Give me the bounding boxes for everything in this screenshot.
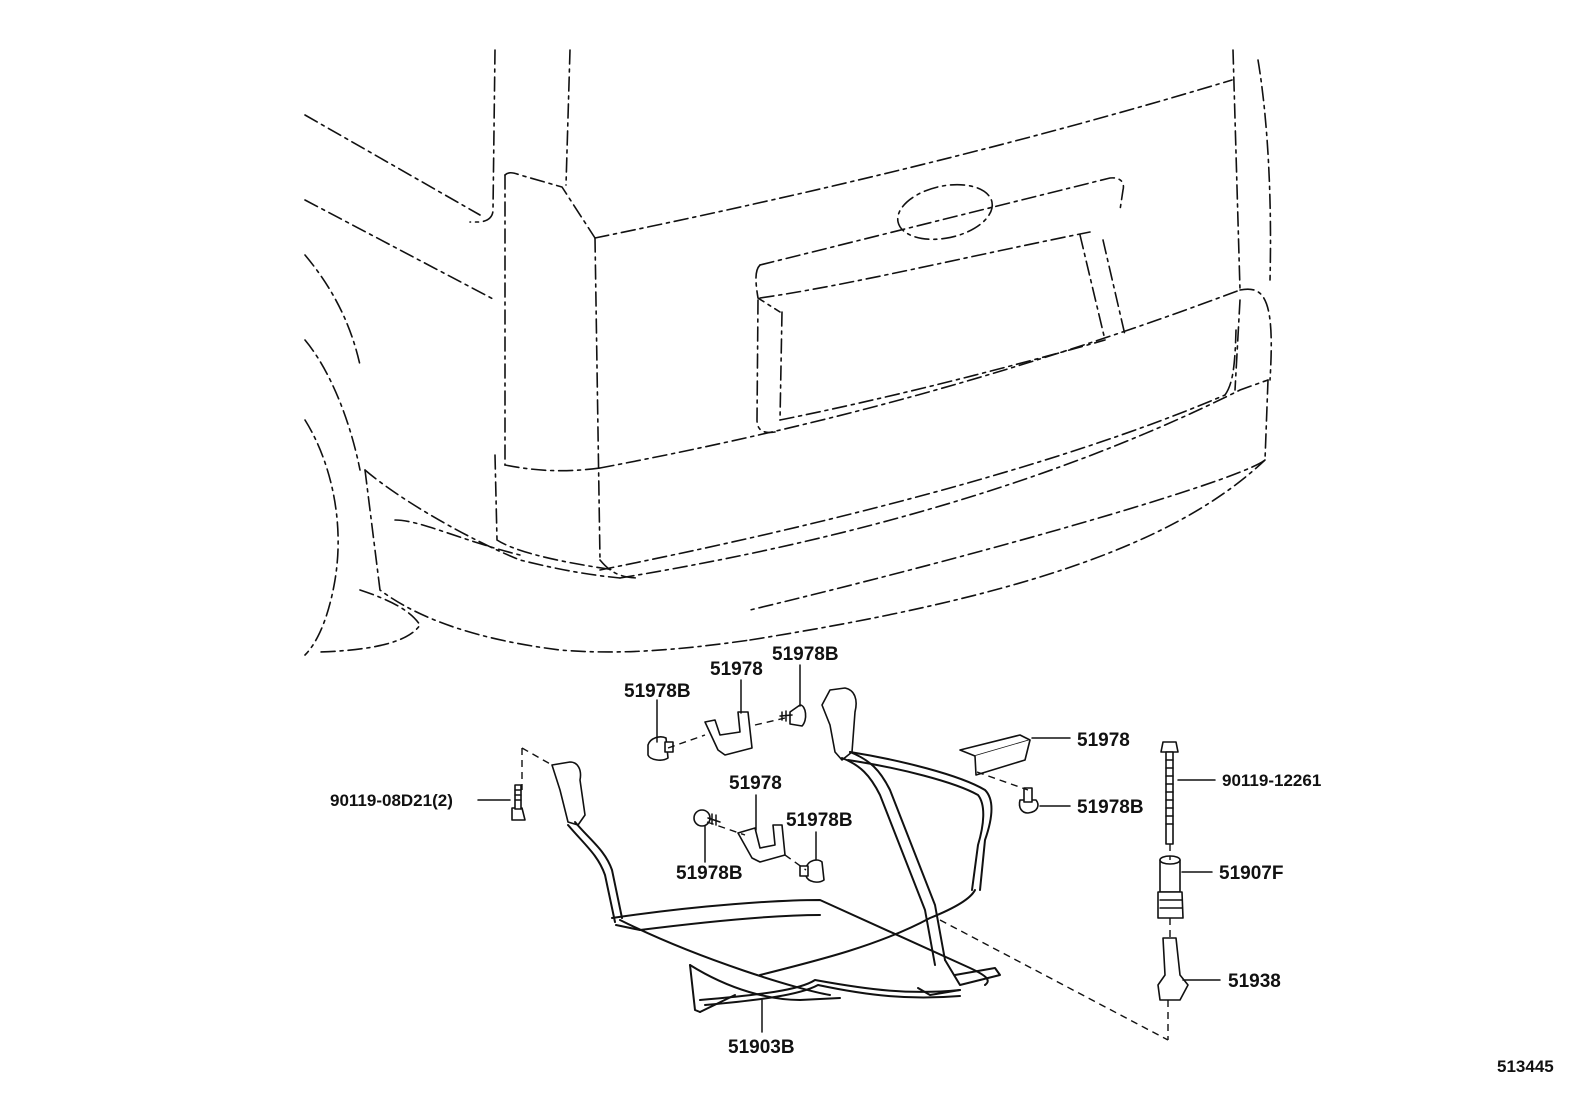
label-bracket-middle: 51978 xyxy=(729,773,782,794)
bracket-upper xyxy=(704,711,753,756)
label-bracket-upper: 51978 xyxy=(710,659,763,680)
label-bracket-right: 51978 xyxy=(1077,730,1130,751)
assembly-dash-lines xyxy=(521,717,1171,1041)
clip-middle-right xyxy=(799,859,825,883)
jack-handle-end xyxy=(1157,937,1189,1001)
label-bolt-left: 90119-08D21(2) xyxy=(330,791,453,810)
clip-screw-top xyxy=(779,704,807,727)
bolt-left xyxy=(511,784,526,821)
leader-lines xyxy=(477,664,1221,1033)
tube xyxy=(1157,855,1184,919)
callout-labels: 51978B 51978 51978B 51978 51978B 90119-0… xyxy=(330,644,1554,1076)
label-rear-bracket-top: 51978B xyxy=(772,644,839,665)
vehicle-rear-outline xyxy=(304,49,1273,656)
label-clip-middle-left: 51978B xyxy=(676,863,743,884)
label-clip-middle-right: 51978B xyxy=(786,810,853,831)
label-rear-bracket-left: 51978B xyxy=(624,681,691,702)
bolt-right xyxy=(1160,741,1179,845)
spare-tire-carrier xyxy=(551,687,1001,1013)
clip-right xyxy=(1018,787,1039,814)
label-carrier: 51903B xyxy=(728,1037,795,1058)
bracket-middle xyxy=(737,824,786,863)
label-tool: 51938 xyxy=(1228,971,1281,992)
clip-middle-left xyxy=(693,809,721,827)
label-tube: 51907F xyxy=(1219,863,1283,884)
bracket-right xyxy=(959,734,1031,776)
clip-mushroom-left xyxy=(647,736,674,761)
label-bolt-right: 90119-12261 xyxy=(1222,771,1321,790)
figure-code: 513445 xyxy=(1497,1057,1554,1076)
label-clip-right: 51978B xyxy=(1077,797,1144,818)
